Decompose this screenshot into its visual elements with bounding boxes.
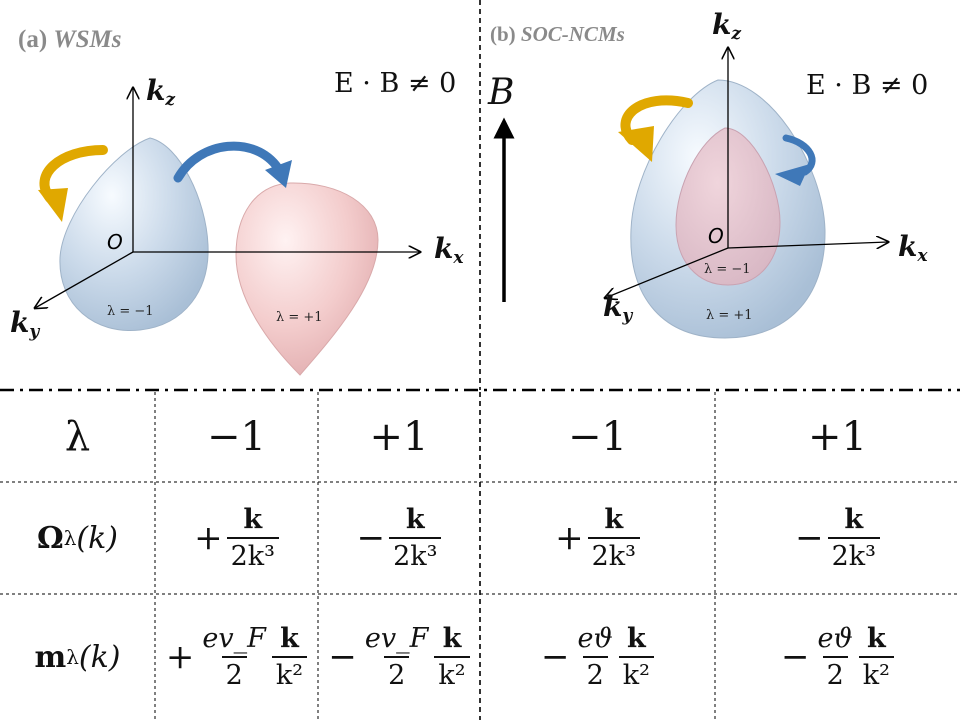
panel-b-kz-label: kz	[712, 8, 742, 44]
panel-a-lambda-left: λ = −1	[107, 304, 154, 319]
panel-a-label: (a) WSMs	[18, 26, 122, 53]
table-header-col-2: +1	[369, 414, 429, 460]
panel-a-kz-label: kz	[146, 74, 176, 110]
pink-fermi-pocket-a	[235, 182, 379, 376]
panel-b-lambda-inner: λ = −1	[704, 262, 751, 277]
blue-arrow-b	[775, 134, 816, 186]
table-grid	[0, 392, 960, 720]
blue-arrow-a	[173, 141, 292, 188]
panel-a-eb-condition: E · B ≠ 0	[334, 68, 457, 99]
panel-a-origin-label: O	[107, 230, 123, 254]
blue-fermi-pocket-a	[59, 137, 209, 332]
table-header-col-3: −1	[568, 414, 627, 460]
ky-axis-a	[35, 251, 134, 308]
table-header-col-4: +1	[808, 414, 867, 460]
panel-b-origin-label: O	[708, 224, 724, 248]
ky-axis-b	[605, 247, 729, 298]
panel-b-lambda-outer: λ = +1	[706, 308, 753, 323]
panel-a-lambda-right: λ = +1	[276, 310, 323, 325]
gold-arrow-b	[618, 95, 693, 162]
panel-b-eb-condition: E · B ≠ 0	[806, 70, 929, 101]
panel-b-label: (b) SOC-NCMs	[490, 22, 625, 46]
kx-axis-b	[727, 242, 888, 248]
panel-b-ky-label: ky	[603, 290, 633, 326]
table-header-lambda: λ	[64, 414, 91, 460]
table-header-col-1: −1	[207, 414, 266, 460]
magnetic-field-label: B	[488, 72, 515, 113]
panel-a-ky-label: ky	[10, 306, 40, 342]
panel-a-kx-label: kx	[434, 232, 464, 268]
gold-arrow-a	[38, 145, 108, 222]
panel-b-kx-label: kx	[898, 230, 928, 266]
